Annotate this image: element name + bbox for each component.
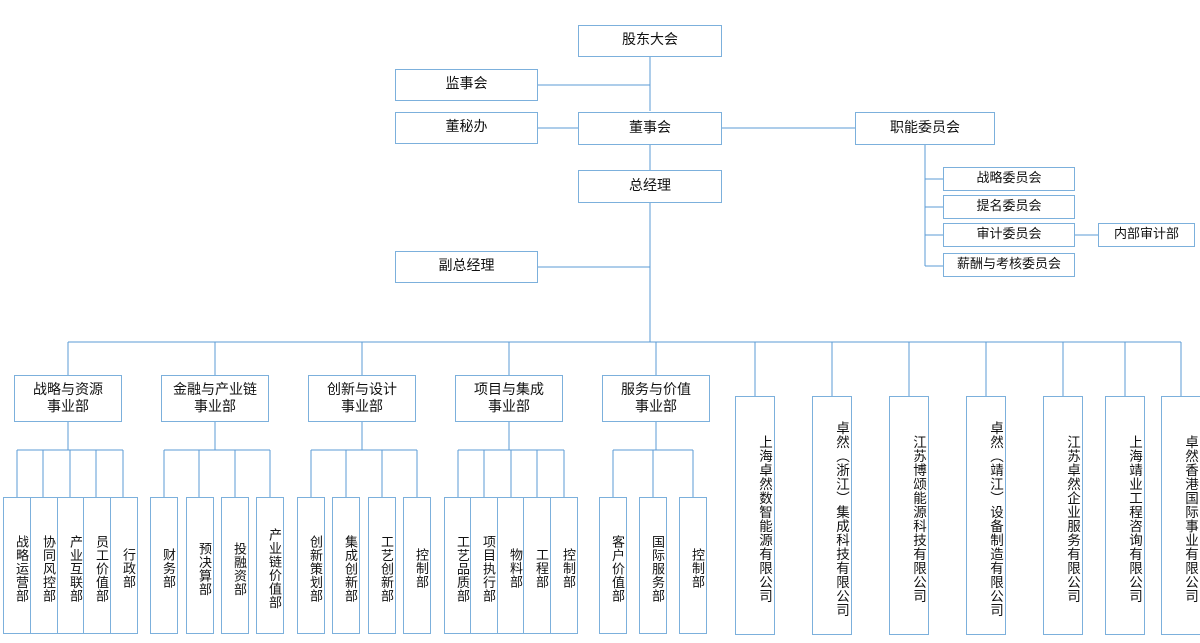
node-nomination-committee[interactable]: 提名委员会 xyxy=(943,195,1075,219)
node-department[interactable]: 创新策划部 xyxy=(297,497,325,634)
division-name-line1: 项目与集成 xyxy=(474,381,544,398)
node-subsidiary[interactable]: 上海卓然数智能源有限公司 xyxy=(735,396,775,635)
division-name-line2: 事业部 xyxy=(47,398,89,415)
division-name-line1: 服务与价值 xyxy=(621,381,691,398)
node-department[interactable]: 投融资部 xyxy=(221,497,249,634)
division-name-line1: 创新与设计 xyxy=(327,381,397,398)
node-subsidiary[interactable]: 卓然香港国际事业有限公司 xyxy=(1161,396,1200,635)
node-subsidiary[interactable]: 江苏卓然企业服务有限公司 xyxy=(1043,396,1083,635)
node-general-manager[interactable]: 总经理 xyxy=(578,170,722,203)
node-division-innovation-design[interactable]: 创新与设计 事业部 xyxy=(308,375,416,422)
node-board-secretary-office[interactable]: 董秘办 xyxy=(395,112,538,144)
division-name-line1: 金融与产业链 xyxy=(173,381,257,398)
node-strategy-committee[interactable]: 战略委员会 xyxy=(943,167,1075,191)
node-shareholders-meeting[interactable]: 股东大会 xyxy=(578,25,722,57)
node-department[interactable]: 行政部 xyxy=(110,497,138,634)
node-department[interactable]: 工艺创新部 xyxy=(368,497,396,634)
node-subsidiary[interactable]: 卓然（浙江）集成科技有限公司 xyxy=(812,396,852,635)
node-division-finance-industrial-chain[interactable]: 金融与产业链 事业部 xyxy=(161,375,269,422)
node-department[interactable]: 控制部 xyxy=(403,497,431,634)
node-division-strategy-resources[interactable]: 战略与资源 事业部 xyxy=(14,375,122,422)
node-audit-committee[interactable]: 审计委员会 xyxy=(943,223,1075,247)
node-department[interactable]: 财务部 xyxy=(150,497,178,634)
division-name-line2: 事业部 xyxy=(194,398,236,415)
node-department[interactable]: 项目执行部 xyxy=(470,497,498,634)
node-department[interactable]: 员工价值部 xyxy=(83,497,111,634)
node-department[interactable]: 客户价值部 xyxy=(599,497,627,634)
node-department[interactable]: 国际服务部 xyxy=(639,497,667,634)
node-subsidiary[interactable]: 上海靖业工程咨询有限公司 xyxy=(1105,396,1145,635)
node-board-of-directors[interactable]: 董事会 xyxy=(578,112,722,145)
node-department[interactable]: 产业互联部 xyxy=(57,497,85,634)
node-department[interactable]: 工程部 xyxy=(523,497,551,634)
node-supervisory-board[interactable]: 监事会 xyxy=(395,69,538,101)
node-department[interactable]: 控制部 xyxy=(550,497,578,634)
node-department[interactable]: 控制部 xyxy=(679,497,707,634)
node-department[interactable]: 产业链价值部 xyxy=(256,497,284,634)
node-division-project-integration[interactable]: 项目与集成 事业部 xyxy=(455,375,563,422)
node-subsidiary[interactable]: 江苏博颂能源科技有限公司 xyxy=(889,396,929,635)
node-division-service-value[interactable]: 服务与价值 事业部 xyxy=(602,375,710,422)
node-department[interactable]: 物料部 xyxy=(497,497,525,634)
node-department[interactable]: 集成创新部 xyxy=(332,497,360,634)
node-department[interactable]: 工艺品质部 xyxy=(444,497,472,634)
division-name-line2: 事业部 xyxy=(635,398,677,415)
node-remuneration-committee[interactable]: 薪酬与考核委员会 xyxy=(943,253,1075,277)
node-subsidiary[interactable]: 卓然（靖江）设备制造有限公司 xyxy=(966,396,1006,635)
node-department[interactable]: 战略运营部 xyxy=(3,497,31,634)
node-functional-committees[interactable]: 职能委员会 xyxy=(855,112,995,145)
division-name-line2: 事业部 xyxy=(488,398,530,415)
node-deputy-general-manager[interactable]: 副总经理 xyxy=(395,251,538,283)
division-name-line2: 事业部 xyxy=(341,398,383,415)
division-name-line1: 战略与资源 xyxy=(33,381,103,398)
node-department[interactable]: 预决算部 xyxy=(186,497,214,634)
node-internal-audit-department[interactable]: 内部审计部 xyxy=(1098,223,1195,247)
node-department[interactable]: 协同风控部 xyxy=(30,497,58,634)
